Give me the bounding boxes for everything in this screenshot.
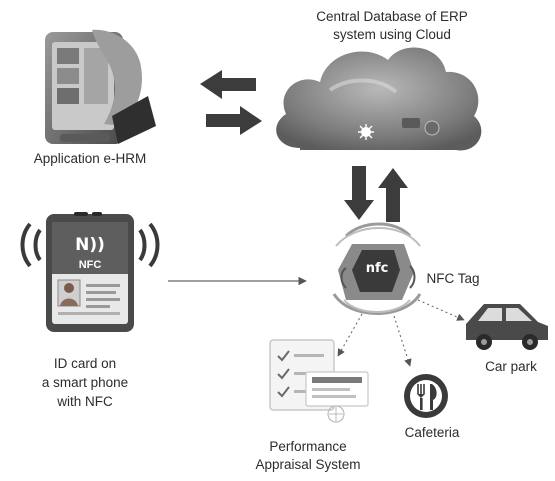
smartphone-hand-icon xyxy=(45,29,156,144)
ehrm-app-label: Application e-HRM xyxy=(33,151,147,166)
svg-text:N)): N)) xyxy=(75,235,105,255)
cloud-db-label-line1: Central Database of ERP xyxy=(316,9,468,24)
cloud-db-label-line2: system using Cloud xyxy=(333,27,451,42)
id-card-label-line3: with NFC xyxy=(57,394,113,409)
id-card-label-line1: ID card on xyxy=(53,356,117,371)
checklist-monitor-icon xyxy=(269,339,369,423)
car-icon xyxy=(466,304,548,350)
nfc-id-badge: NFC xyxy=(78,259,102,271)
cafeteria-label: Cafeteria xyxy=(404,425,460,440)
nfc-id-card-phone-icon: N)) xyxy=(20,212,160,332)
nfc-chip-text: nfc xyxy=(366,261,389,276)
fork-knife-icon xyxy=(404,374,448,418)
nfc-tag-icon: nfc xyxy=(332,222,422,315)
id-card-label: ID card on a smart phone with NFC xyxy=(20,354,150,411)
performance-label-line2: Appraisal System xyxy=(255,457,361,472)
cloud-db-label: Central Database of ERP system using Clo… xyxy=(294,8,490,44)
cloud-icon xyxy=(276,47,482,151)
performance-label-line1: Performance xyxy=(269,439,347,454)
performance-label: Performance Appraisal System xyxy=(238,438,378,474)
id-card-label-line2: a smart phone xyxy=(41,375,129,390)
nfc-tag-label: NFC Tag xyxy=(426,271,480,286)
app-cloud-exchange-arrows xyxy=(200,70,262,135)
cloud-tag-exchange-arrows xyxy=(344,166,408,222)
tag-connectors xyxy=(337,299,465,367)
car-park-label: Car park xyxy=(485,359,537,374)
